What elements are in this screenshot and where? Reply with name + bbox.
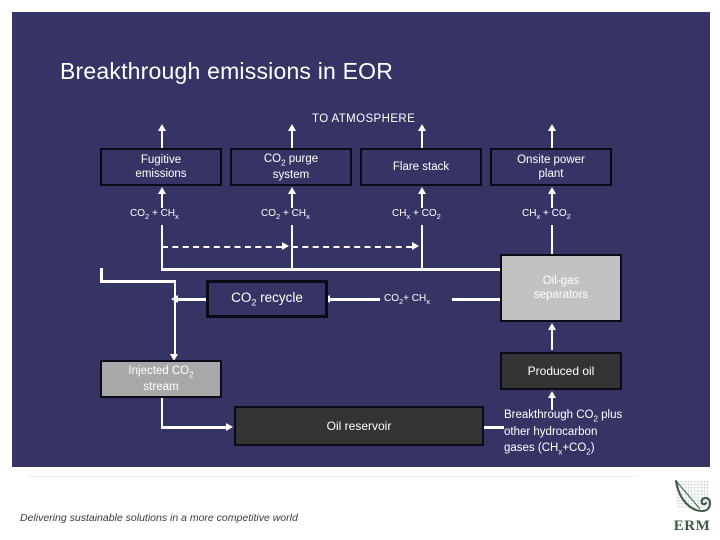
box-co2-purge-system-label: CO2 purge system [263,152,319,182]
feed-arrow-head-1 [157,187,166,194]
box-line1: Onsite power [517,153,585,166]
box-co2-purge-system[interactable]: CO2 purge system [230,148,352,186]
trunk-line-to-separators [160,268,501,271]
return-arrow-head [170,354,179,361]
atmosphere-arrow-head-4 [547,124,556,131]
atmosphere-arrow-shaft-4 [550,131,554,150]
stub-line-2 [290,225,294,241]
dashed-connector-1 [162,245,282,248]
box-line1: Oil-gas [542,274,580,287]
injection-down-line [160,398,164,428]
box-flare-stack-label: Flare stack [392,160,450,173]
feed-arrow-head-3 [417,187,426,194]
produced-oil-up-shaft [550,330,554,350]
dashed-connector-2 [292,245,412,248]
stub-line-3 [420,225,424,241]
box-co2-recycle[interactable]: CO2 recycle [206,280,328,318]
atmosphere-arrow-head-1 [157,124,166,131]
erm-logo-icon [674,479,712,513]
feed-arrow-shaft-2 [290,194,294,208]
box-fugitive-emissions[interactable]: Fugitive emissions [100,148,222,186]
formula-label-4: CHx + CO2 [522,208,571,221]
box-line2: separators [533,289,589,301]
feed-arrow-head-4 [547,187,556,194]
atmosphere-arrow-shaft-3 [420,131,424,150]
footer-divider [28,476,638,477]
formula-label-2: CO2 + CHx [261,208,310,221]
formula-label-3: CHx + CO2 [392,208,441,221]
return-corner-line [100,268,103,281]
box-line2: plant [538,168,564,180]
box-line2: system [272,169,310,182]
recycle-outlet-line [178,298,206,301]
reservoir-outlet-line [484,426,504,429]
dashed-arrow-head-1 [282,242,289,250]
atmosphere-arrow-head-2 [287,124,296,131]
injection-arrow-head [226,422,233,431]
box-onsite-power-plant-label: Onsite power plant [517,153,585,181]
stub-line-4 [550,225,554,260]
footer-tagline: Delivering sustainable solutions in a mo… [20,512,298,524]
box-line2: stream [143,381,179,394]
box-onsite-power-plant[interactable]: Onsite power plant [490,148,612,186]
feed-arrow-head-2 [287,187,296,194]
box-oil-gas-separators[interactable]: Oil-gas separators [500,254,622,322]
erm-logo-text: ERM [673,518,711,534]
page-title: Breakthrough emissions in EOR [60,58,394,84]
box-oil-reservoir-label: Oil reservoir [326,418,392,433]
injection-right-line [160,426,229,429]
dashed-arrow-head-2 [412,242,419,250]
formula-label-1: CO2 + CHx [130,208,179,221]
atmosphere-arrow-shaft-2 [290,131,294,150]
box-co2-recycle-label: CO2 recycle [231,289,303,308]
drop-line-3 [420,241,424,270]
box-oil-reservoir[interactable]: Oil reservoir [234,406,484,446]
return-down-line [173,280,176,356]
feed-arrow-shaft-4 [550,194,554,208]
stub-line-1 [160,225,164,241]
box-flare-stack[interactable]: Flare stack [360,148,482,186]
slide-canvas: Breakthrough emissions in EOR TO ATMOSPH… [12,12,710,467]
box-produced-oil[interactable]: Produced oil [500,352,622,390]
breakthrough-up-shaft [550,398,554,410]
feed-arrow-shaft-1 [160,194,164,208]
produced-oil-up-arrow [547,323,556,330]
box-line1: Fugitive [140,153,182,166]
to-atmosphere-label: TO ATMOSPHERE [312,113,416,125]
feed-arrow-shaft-3 [420,194,424,208]
box-injected-co2-stream[interactable]: Injected CO2 stream [100,360,222,398]
box-line2: emissions [135,168,187,180]
box-injected-co2-stream-label: Injected CO2 stream [128,364,194,394]
drop-line-1 [160,241,164,270]
recycle-inlet-line [330,298,380,301]
box-oil-gas-separators-label: Oil-gas separators [534,274,588,302]
atmosphere-arrow-shaft-1 [160,131,164,150]
box-produced-oil-label: Produced oil [527,363,595,378]
box-fugitive-emissions-label: Fugitive emissions [135,153,186,181]
breakthrough-up-arrow [547,391,556,398]
drop-line-2 [290,241,294,270]
return-top-line [100,280,176,283]
recycle-formula-label: CO2+ CHx [384,293,430,306]
separators-to-recycle-line [452,298,500,301]
atmosphere-arrow-head-3 [417,124,426,131]
